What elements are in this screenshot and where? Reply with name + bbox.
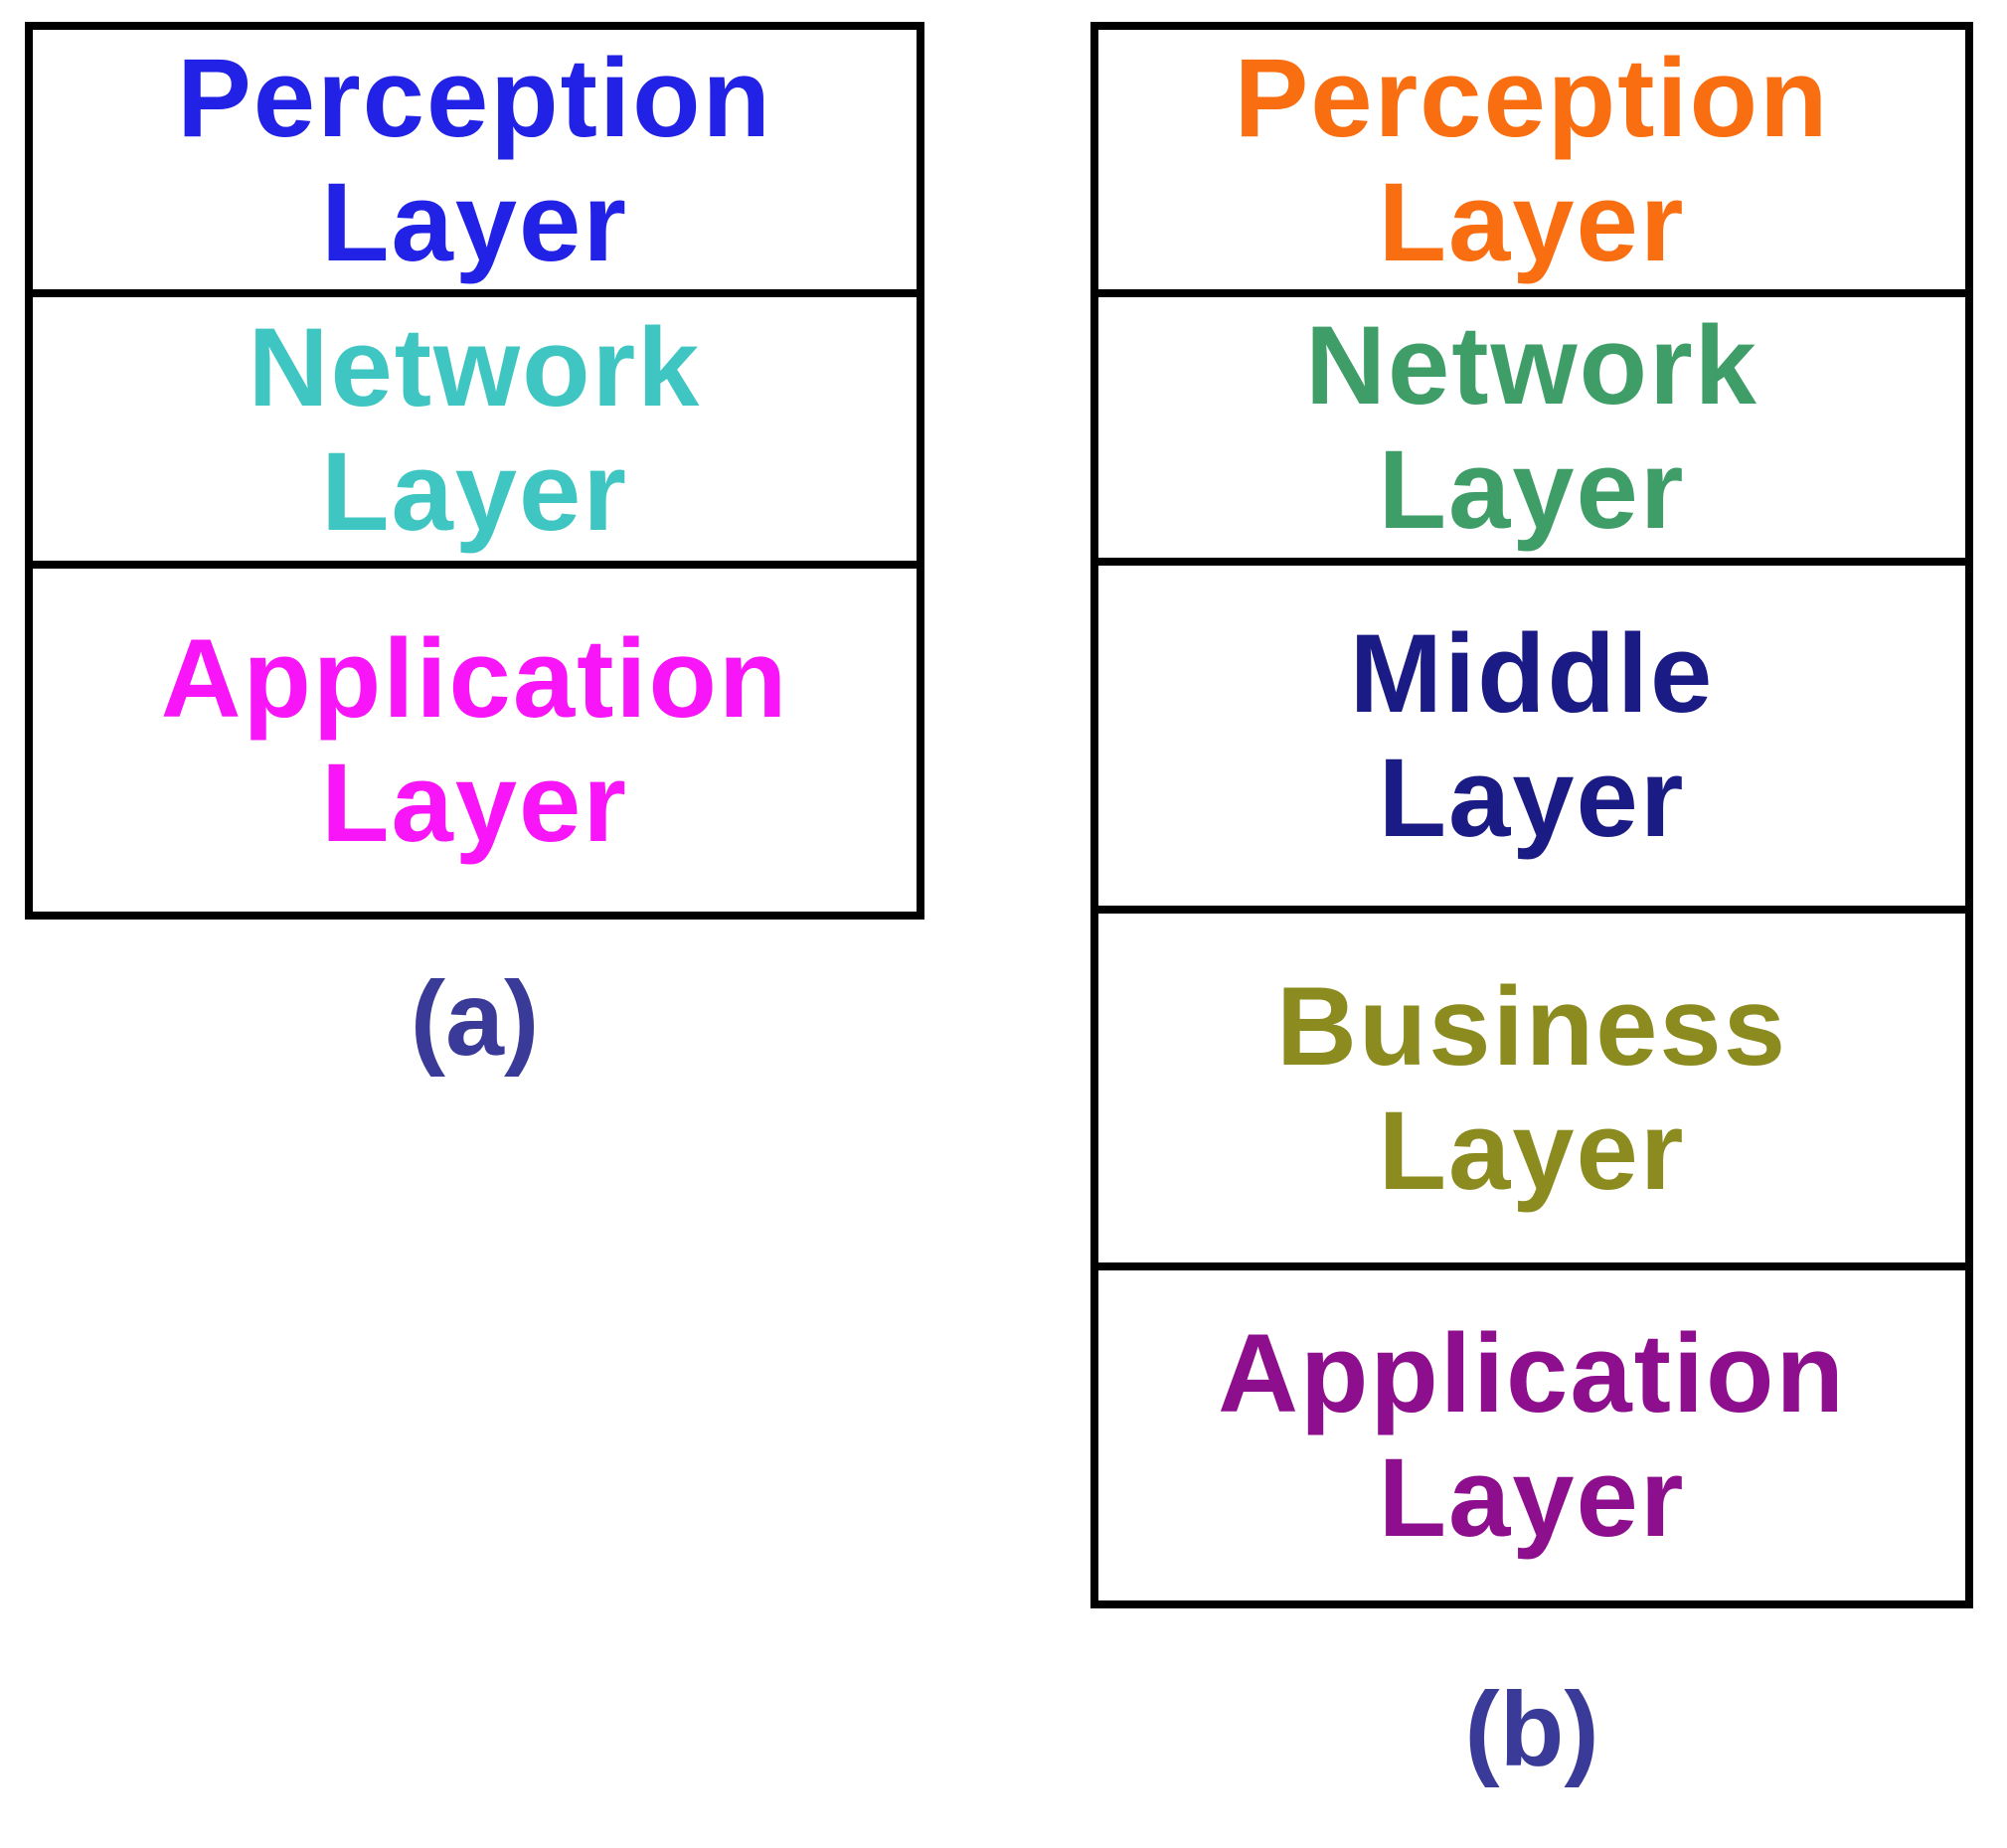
diagram-b-five-layer-stack: Perception Layer Network Layer Middle La… bbox=[1090, 22, 1973, 1608]
layer-label-line: Layer bbox=[321, 428, 628, 554]
caption-a: (a) bbox=[410, 960, 540, 1078]
layer-label-line: Layer bbox=[1378, 159, 1686, 284]
layer-a-application: Application Layer bbox=[33, 561, 917, 912]
layer-label-line: Layer bbox=[1378, 736, 1686, 860]
layer-label-line: Layer bbox=[1378, 1435, 1686, 1560]
layer-label-line: Layer bbox=[321, 159, 628, 284]
layer-label-line: Network bbox=[248, 304, 702, 429]
caption-b: (b) bbox=[1464, 1671, 1599, 1788]
layer-label-line: Layer bbox=[1378, 1088, 1686, 1213]
layer-b-middle: Middle Layer bbox=[1098, 558, 1965, 906]
layer-b-network: Network Layer bbox=[1098, 289, 1965, 558]
layer-b-application: Application Layer bbox=[1098, 1262, 1965, 1600]
layer-label-line: Business bbox=[1276, 963, 1787, 1089]
layer-label-line: Perception bbox=[177, 35, 772, 160]
layer-b-perception: Perception Layer bbox=[1098, 30, 1965, 289]
layer-label-line: Application bbox=[1218, 1311, 1846, 1435]
layer-b-business: Business Layer bbox=[1098, 906, 1965, 1262]
layer-a-perception: Perception Layer bbox=[33, 30, 917, 289]
layer-label-line: Network bbox=[1305, 303, 1758, 427]
layer-a-network: Network Layer bbox=[33, 289, 917, 561]
layer-label-line: Layer bbox=[321, 740, 628, 865]
layer-label-line: Perception bbox=[1234, 35, 1830, 160]
diagram-a-three-layer-stack: Perception Layer Network Layer Applicati… bbox=[25, 22, 924, 920]
layer-label-line: Middle bbox=[1349, 611, 1715, 736]
layer-label-line: Layer bbox=[1378, 427, 1686, 552]
layer-label-line: Application bbox=[160, 615, 789, 741]
